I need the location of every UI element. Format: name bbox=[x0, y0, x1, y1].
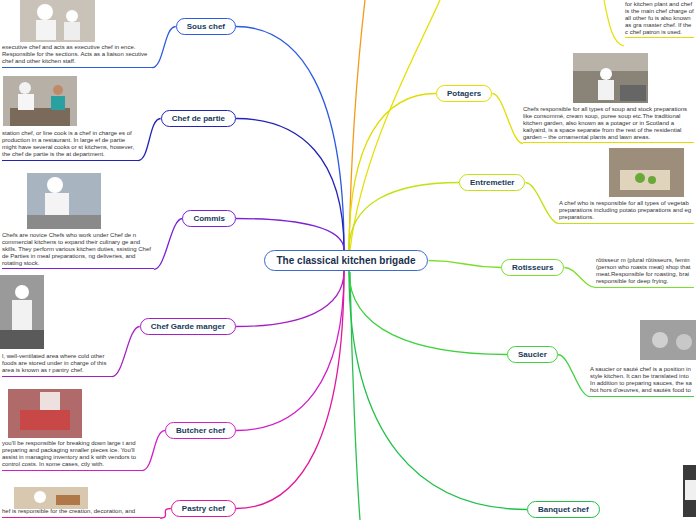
topic-label: Entremetier bbox=[470, 178, 514, 187]
branch-topic: Rotisseurs bbox=[501, 259, 564, 276]
description-note: A saucier or sauté chef is a position in… bbox=[590, 366, 694, 397]
chef-photo bbox=[20, 0, 95, 42]
branch-connector bbox=[152, 27, 176, 68]
branch-connector bbox=[564, 268, 596, 288]
branch-topic: Banquet chef bbox=[527, 501, 600, 518]
description-note: Chefs responsible for all types of soup … bbox=[523, 106, 694, 143]
branch-topic: Potagers bbox=[436, 85, 492, 102]
branch-topic: Butcher chef bbox=[165, 422, 236, 439]
description-text: hef is responsible for the creation, dec… bbox=[2, 508, 160, 515]
branch-topic: Sous chef bbox=[176, 18, 236, 35]
description-text: Chefs responsible for all types of soup … bbox=[523, 106, 694, 140]
description-text: executive chef and acts as executive che… bbox=[2, 44, 152, 65]
topic-label: Banquet chef bbox=[538, 505, 589, 514]
description-text: station chef, or line cook is a chef in … bbox=[2, 130, 138, 158]
branch-line bbox=[350, 0, 440, 250]
branch-connector bbox=[349, 271, 527, 510]
chef-photo bbox=[0, 275, 44, 349]
branch-topic: Commis bbox=[182, 210, 236, 227]
branch-line bbox=[604, 0, 624, 46]
branch-topic: Pastry chef bbox=[171, 500, 236, 517]
branch-connector bbox=[349, 94, 436, 251]
vegetable-photo bbox=[609, 148, 684, 197]
branch-connector bbox=[525, 183, 559, 224]
butcher-photo bbox=[8, 389, 82, 438]
branch-topic: Entremetier bbox=[459, 174, 525, 191]
branch-connector bbox=[236, 219, 344, 251]
branch-connector bbox=[160, 509, 171, 519]
topic-label: Saucier bbox=[518, 350, 547, 359]
branch-connector bbox=[236, 27, 344, 251]
description-note: you'll be responsible for breaking down … bbox=[2, 440, 142, 471]
description-text: you'll be responsible for breaking down … bbox=[2, 440, 142, 468]
branch-connector bbox=[236, 119, 344, 251]
description-note: rôtisseur m (plural rôtisseurs, femin (p… bbox=[596, 257, 694, 288]
topic-label: Potagers bbox=[447, 89, 481, 98]
description-note: hef is responsible for the creation, dec… bbox=[2, 508, 160, 518]
topic-label: Pastry chef bbox=[182, 504, 225, 513]
description-text: rôtisseur m (plural rôtisseurs, femin (p… bbox=[596, 257, 694, 285]
topic-label: The classical kitchen brigade bbox=[277, 255, 416, 266]
description-text: Chefs are novice Chefs who work under Ch… bbox=[2, 232, 154, 266]
branch-connector bbox=[138, 119, 161, 161]
topic-label: Commis bbox=[193, 214, 225, 223]
sauce-photo bbox=[640, 320, 696, 360]
chef-photo bbox=[3, 76, 77, 126]
branch-topic: Saucier bbox=[507, 346, 558, 363]
branch-connector bbox=[154, 219, 182, 270]
description-note: station chef, or line cook is a chef in … bbox=[2, 130, 138, 161]
description-text: A chef who is responsible for all types … bbox=[559, 200, 694, 221]
description-note: A chef who is responsible for all types … bbox=[559, 200, 694, 224]
branch-topic: Chef de partie bbox=[161, 110, 236, 127]
topic-label: Rotisseurs bbox=[512, 263, 553, 272]
topic-label: Sous chef bbox=[187, 22, 225, 31]
branch-connector bbox=[492, 94, 523, 144]
branch-connector bbox=[428, 261, 501, 268]
branch-connector bbox=[236, 271, 344, 327]
description-note: Chefs are novice Chefs who work under Ch… bbox=[2, 232, 154, 269]
kitchen-photo bbox=[573, 53, 648, 103]
banquet-photo bbox=[683, 465, 696, 517]
branch-connector bbox=[112, 327, 140, 377]
topic-label: Chef de partie bbox=[172, 114, 225, 123]
central-topic: The classical kitchen brigade bbox=[264, 250, 429, 271]
branch-connector bbox=[142, 431, 165, 471]
branch-connector bbox=[236, 271, 344, 509]
branch-connector bbox=[236, 271, 344, 431]
description-note: executive chef and acts as executive che… bbox=[2, 44, 152, 68]
topic-label: Chef Garde manger bbox=[151, 322, 225, 331]
description-text: for kitchen plant and chef is the main c… bbox=[625, 1, 694, 35]
pastry-photo bbox=[14, 487, 88, 509]
branch-connector bbox=[349, 271, 507, 355]
description-text: A saucier or sauté chef is a position in… bbox=[590, 366, 694, 394]
branch-line bbox=[350, 272, 360, 520]
description-note: for kitchen plant and chef is the main c… bbox=[625, 1, 694, 38]
chef-photo bbox=[27, 173, 101, 229]
branch-connector bbox=[558, 355, 590, 397]
description-text: l, well-ventilated area where cold other… bbox=[2, 353, 112, 374]
description-note: l, well-ventilated area where cold other… bbox=[2, 353, 112, 377]
branch-topic: Chef Garde manger bbox=[140, 318, 236, 335]
topic-label: Butcher chef bbox=[176, 426, 225, 435]
branch-connector bbox=[349, 183, 459, 251]
